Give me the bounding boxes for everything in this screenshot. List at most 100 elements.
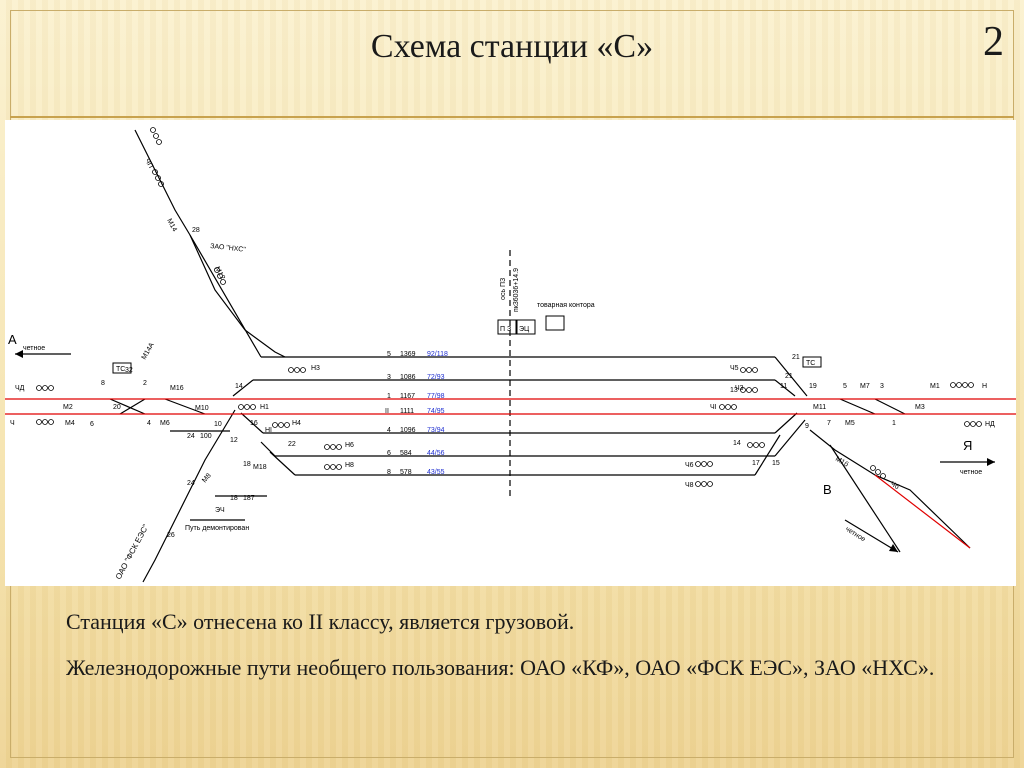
track-1-num: 1 [387,393,391,400]
caption-sidings: Железнодорожные пути необщего пользовани… [66,655,935,680]
switch-18: 18 [243,461,251,468]
sub-track-18-len: 187 [243,495,255,502]
signal-n4: Н4 [292,420,301,427]
caption-class: Станция «С» отнесена ко II классу, являе… [66,609,575,634]
signal-m16: М16 [170,385,184,392]
signal-m1b: М1б [834,455,850,469]
switch-14b: 14 [733,440,741,447]
switch-9: 9 [805,423,809,430]
signal-n3: Н3 [311,365,320,372]
track-1-km: 77/98 [427,393,445,400]
switch-5: 5 [843,383,847,390]
slide-title: Схема станции «С» [370,28,654,65]
signal-chp: ЧП [143,158,154,170]
signal-nd: НД [985,421,995,428]
switch-3: 3 [880,383,884,390]
switch-6: 6 [90,421,94,428]
axis-pk: пк36036+14.9 [513,268,520,312]
main-tracks [5,398,1016,549]
crossover-left-1 [109,398,146,415]
signal-n1: Н1 [260,404,269,411]
pz-label: П З [500,326,511,333]
switch-22: 22 [288,441,296,448]
arrowhead-ya [987,458,995,466]
siding-fsk-label: ОАО "ФСК ЕЭС" [114,523,151,581]
eq-box [516,319,536,335]
siding-fsk [142,409,236,583]
signal-m1: М1 [930,383,940,390]
signal-ch3: Ч3 [735,385,744,392]
arrow-v [844,519,899,553]
track-lines [15,129,995,583]
sub-track-24-len: 100 [200,433,212,440]
track-ii-len: 1111 [400,408,414,415]
track-5-km: 92/118 [427,351,448,358]
signal-m14: М14 [165,218,178,233]
siding-nhs-2 [189,234,286,358]
ts-box-left [112,362,132,374]
axis-label: ось ПЗ [500,278,507,300]
signal-m14a: М14А [141,341,156,361]
signal-cha: ЧД [15,385,25,392]
signal-ch6: Ч6 [685,462,694,469]
track-ii-km: 74/95 [427,408,445,415]
switch-11: 11 [780,383,787,390]
signal-m2: М2 [63,404,73,411]
switch-26: 26 [167,532,175,539]
signal-ni: НI [265,427,272,434]
track-1-len: 1167 [400,393,415,400]
switch-14: 14 [235,383,243,390]
signal-m7: М7 [860,383,870,390]
signal-chi: ЧI [710,404,717,411]
dir-v-text: четное [844,526,867,544]
conn-4-left [240,412,264,434]
crossover-right-1 [839,398,876,415]
track-ii-num: II [385,408,389,415]
signal-m4: М4 [65,420,75,427]
switch-16: 16 [250,420,258,427]
arrowhead-v [889,544,898,552]
switch-7: 7 [827,420,831,427]
ts-left-num: 32 [125,367,133,374]
signal-ch: Ч [10,420,15,427]
switch-13: 13 [730,387,738,394]
track-8-num: 8 [387,469,391,476]
signal-n6: Н6 [345,442,354,449]
switch-1: 1 [892,420,896,427]
signal-n: Н [982,383,987,390]
eh-label: ЭЧ [215,507,225,514]
signal-n8: Н8 [345,462,354,469]
signal-m5: М5 [845,420,855,427]
track-6-len: 584 [400,450,412,457]
switch-21: 21 [785,373,793,380]
track-3-len: 1086 [400,374,416,381]
track-4-len: 1096 [400,427,416,434]
switch-19: 19 [809,383,817,390]
conn-3-left [232,379,254,397]
conn-8-right [754,434,781,476]
switch-12: 12 [230,437,238,444]
siding-nhs-label: ЗАО "НХС" [210,243,247,254]
switch-4: 4 [147,420,151,427]
signal-chb: Чб [889,480,901,491]
conn-6-right [774,419,806,457]
ts-right-num: 21 [792,354,800,361]
dir-ya-text: четное [960,469,982,476]
signal-heads [36,127,982,487]
diagram-labels: А четное Я четное В четное ЗАО "НХС" ОАО… [8,158,995,581]
ts-left-label: ТС [116,366,125,373]
track-4-km: 73/94 [427,427,445,434]
siding-demount-label: Путь демонтирован [185,525,249,532]
building-label: товарная контора [537,302,595,309]
signal-m6: М6 [160,420,170,427]
switch-24: 24 [187,480,195,487]
sub-track-18-num: 18 [230,495,238,502]
signal-m10: М10 [195,405,209,412]
conn-3-right [774,379,796,397]
ts-right-label: ТС [806,360,815,367]
track-6-num: 6 [387,450,391,457]
track-5-len: 1369 [400,351,416,358]
dir-a-letter: А [8,332,17,347]
signal-m11: М11 [813,404,826,411]
station-diagram: А четное Я четное В четное ЗАО "НХС" ОАО… [5,120,1016,586]
